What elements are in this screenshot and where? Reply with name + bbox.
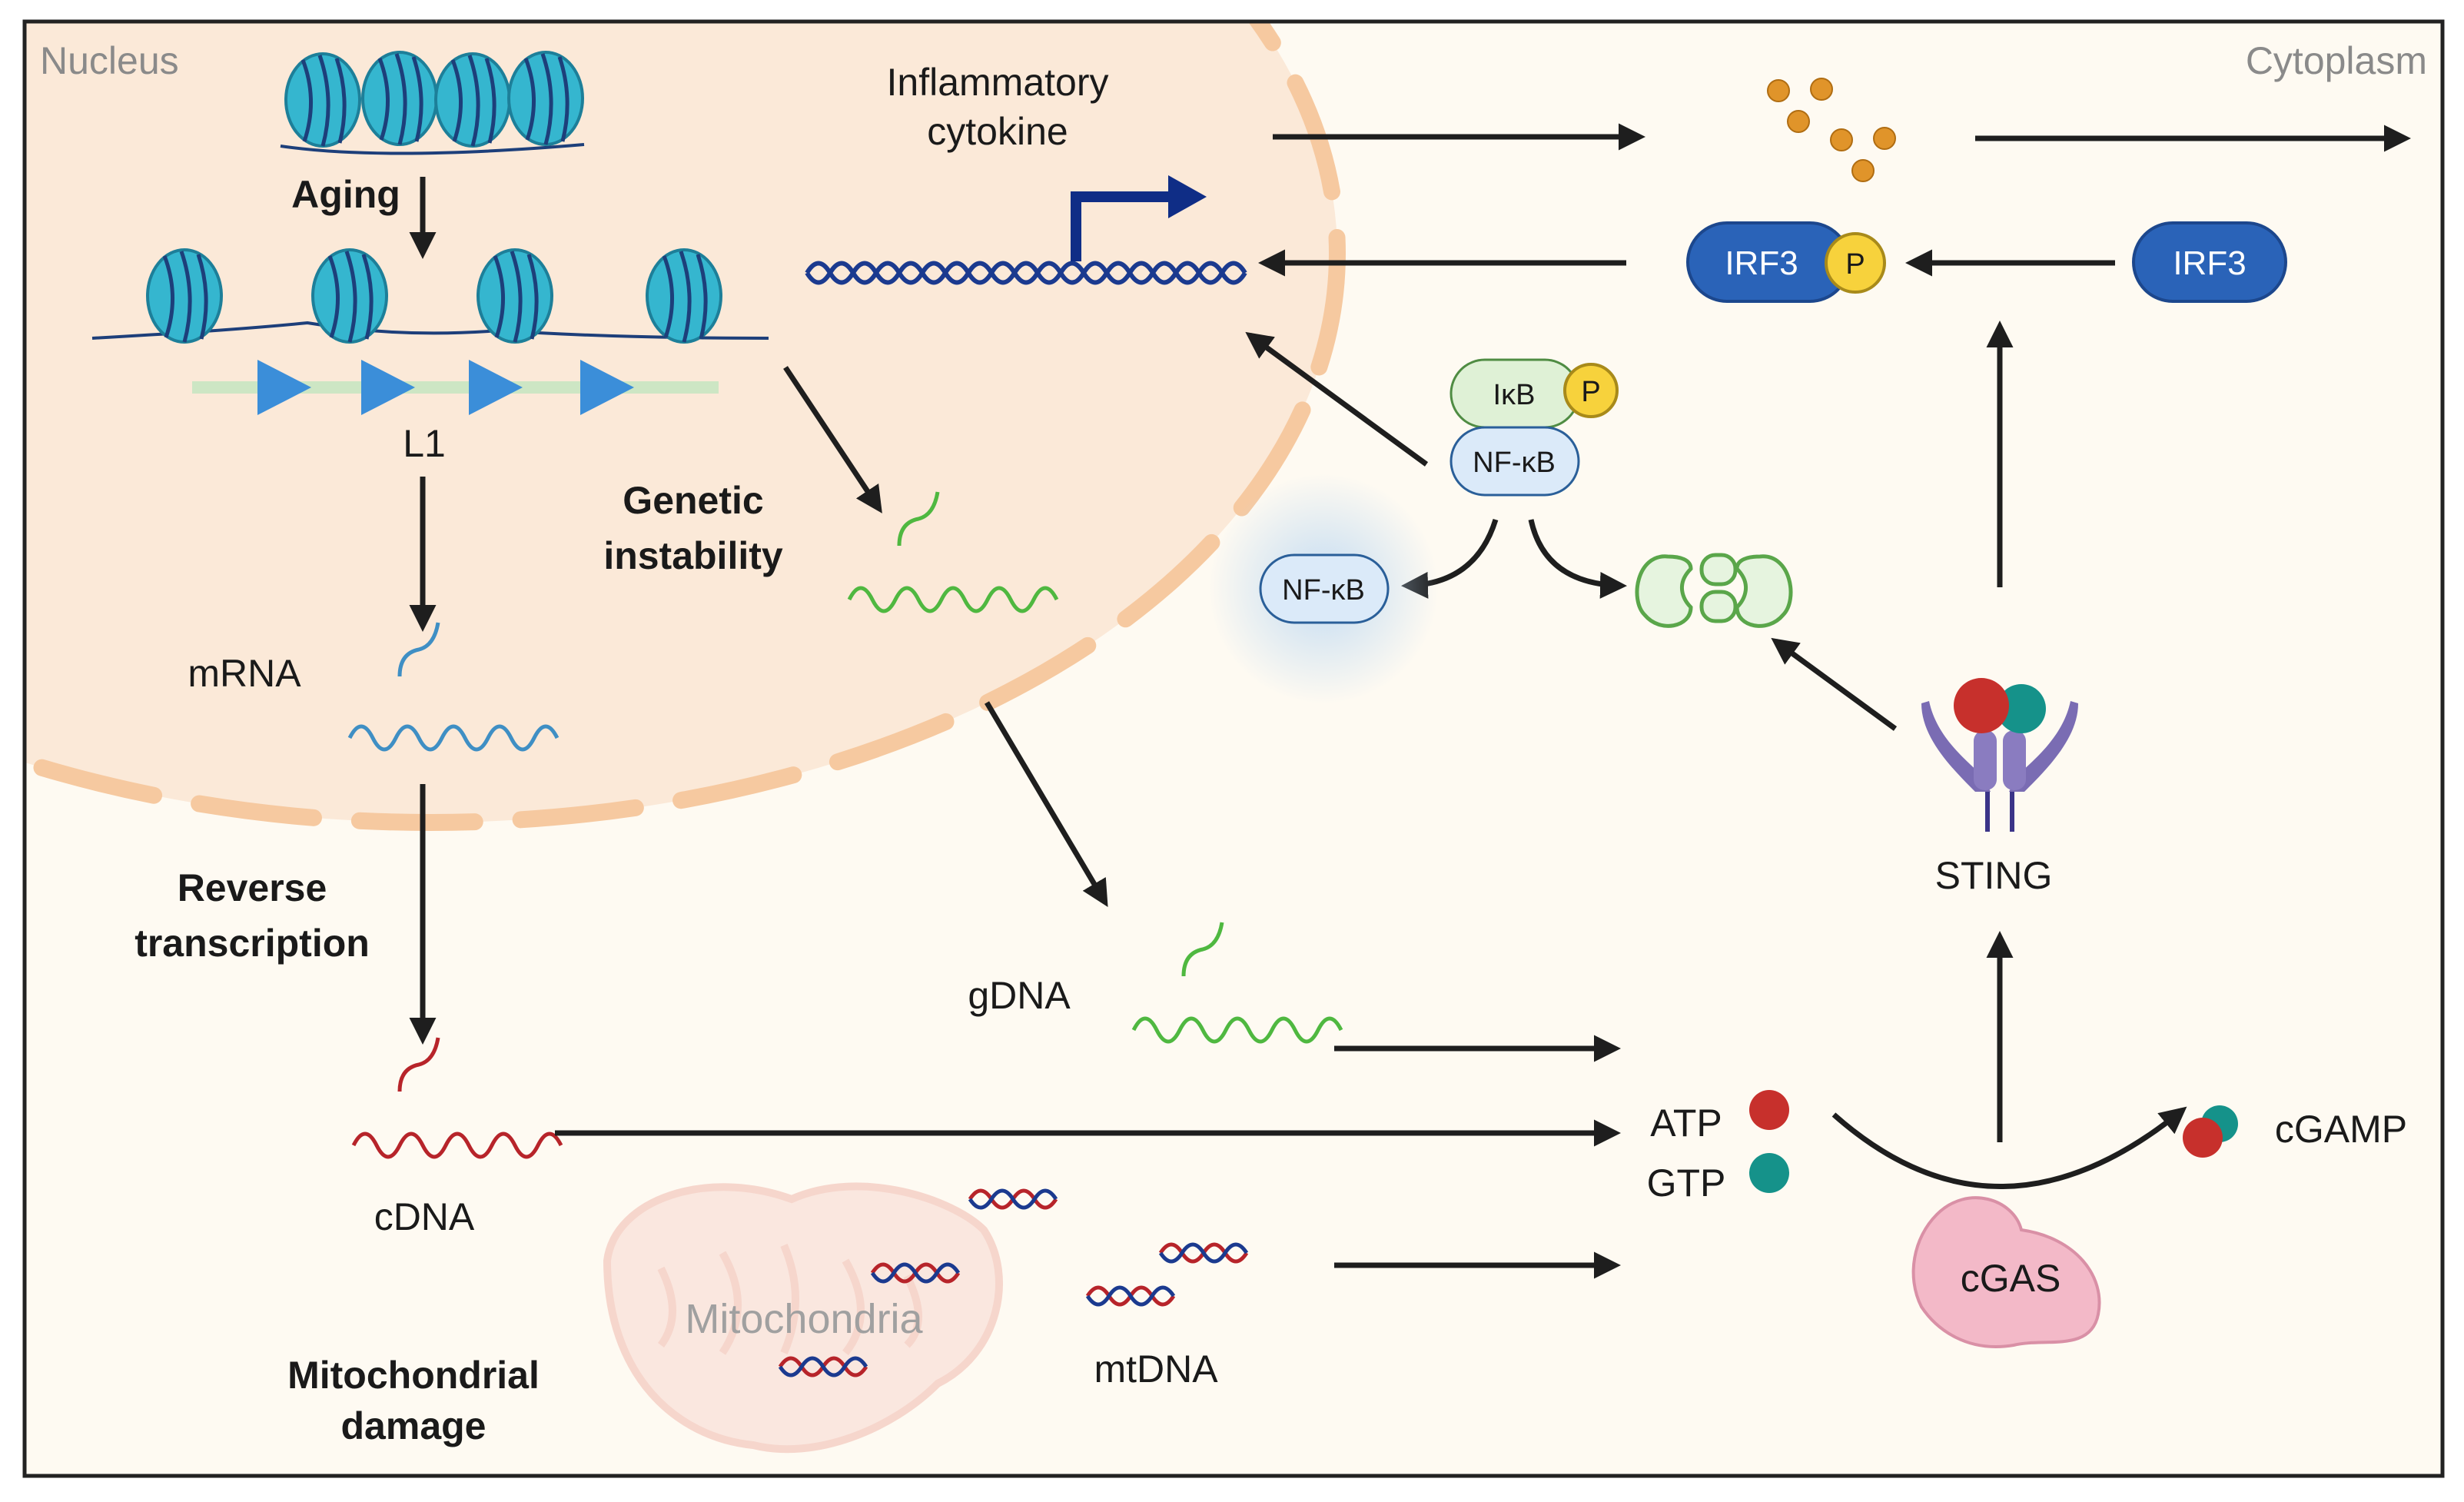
ikb-label: IκB <box>1493 379 1536 411</box>
ikb-phosphate <box>1563 363 1619 418</box>
gdna-strand <box>1131 922 1343 1044</box>
inflammatory-label-2: cytokine <box>927 110 1068 153</box>
condensed-chromatin <box>280 52 584 155</box>
nuclear-gdna-strand <box>847 491 1059 613</box>
arrow-sting-proteasome <box>1771 637 1898 731</box>
cgamp-label: cGAMP <box>2275 1108 2407 1151</box>
cgas-enzyme <box>1911 1196 2101 1348</box>
cgas-label: cGAS <box>1961 1257 2061 1300</box>
gtp-circle <box>1749 1153 1789 1193</box>
nucleus-label: Nucleus <box>40 39 179 82</box>
reverse-transcription-label-1: Reverse <box>178 866 327 909</box>
mito-damage-label-1: Mitochondrial <box>287 1354 540 1397</box>
arrow-nfkb-nucleus <box>1245 331 1429 467</box>
atp-label: ATP <box>1650 1102 1722 1145</box>
nucleus-region <box>25 22 1337 822</box>
mrna-label: mRNA <box>188 652 301 695</box>
irf3-phosphate-label: P <box>1845 248 1865 281</box>
mitochondria-label: Mitochondria <box>685 1296 923 1342</box>
figure-frame <box>22 19 2445 1478</box>
l1-triangles <box>257 360 634 415</box>
mito-damage-label-2: damage <box>341 1404 486 1447</box>
l1-label: L1 <box>403 422 446 465</box>
ikb-phosphate-label: P <box>1581 376 1600 408</box>
sting-label: STING <box>1935 854 2053 897</box>
gtp-label: GTP <box>1647 1161 1726 1205</box>
nfkb-complex-label: NF-κB <box>1473 447 1556 479</box>
nfkb-free-label: NF-κB <box>1282 574 1365 606</box>
transcription-start-head <box>1168 175 1207 218</box>
irf3-pill <box>2132 221 2287 303</box>
nfkb-free-pill <box>1259 553 1390 624</box>
atp-circle <box>1749 1090 1789 1130</box>
transcription-start-arrow <box>1071 191 1176 261</box>
aging-label: Aging <box>291 173 400 216</box>
mitochondria-illustration <box>603 1182 1003 1454</box>
mrna-strand <box>347 622 560 752</box>
sting-protein <box>1921 678 2078 832</box>
irf3-label: IRF3 <box>2173 244 2246 282</box>
arrow-nucleus-gdna <box>984 701 1108 908</box>
irf3-phosphate <box>1825 232 1886 294</box>
nfkb-complex-pill <box>1450 426 1580 497</box>
nuclear-membrane <box>25 22 1346 831</box>
genetic-instability-label-1: Genetic <box>623 479 763 522</box>
arrow-chromatin-dna <box>783 366 882 513</box>
cytokine-particles <box>1767 78 1896 182</box>
reverse-transcription-label-2: transcription <box>134 922 370 965</box>
open-chromatin <box>91 250 769 342</box>
proteasome <box>1635 553 1793 628</box>
genetic-instability-label-2: instability <box>603 534 783 577</box>
cdna-label: cDNA <box>374 1195 475 1238</box>
arrow-cgas-reaction <box>1831 1106 2187 1189</box>
mtdna-helices <box>778 1188 1249 1377</box>
cytokine-gene <box>805 261 1247 285</box>
cytoplasm-label: Cytoplasm <box>2246 39 2427 82</box>
mtdna-label: mtDNA <box>1094 1347 1218 1391</box>
irf3-phospho-label: IRF3 <box>1725 244 1798 282</box>
inflammatory-label-1: Inflammatory <box>887 61 1109 104</box>
gdna-label: gDNA <box>968 974 1071 1017</box>
cdna-strand <box>351 1037 563 1159</box>
arrow-complex-proteasome <box>1528 519 1627 599</box>
cgamp-atp-circle <box>2183 1118 2223 1158</box>
